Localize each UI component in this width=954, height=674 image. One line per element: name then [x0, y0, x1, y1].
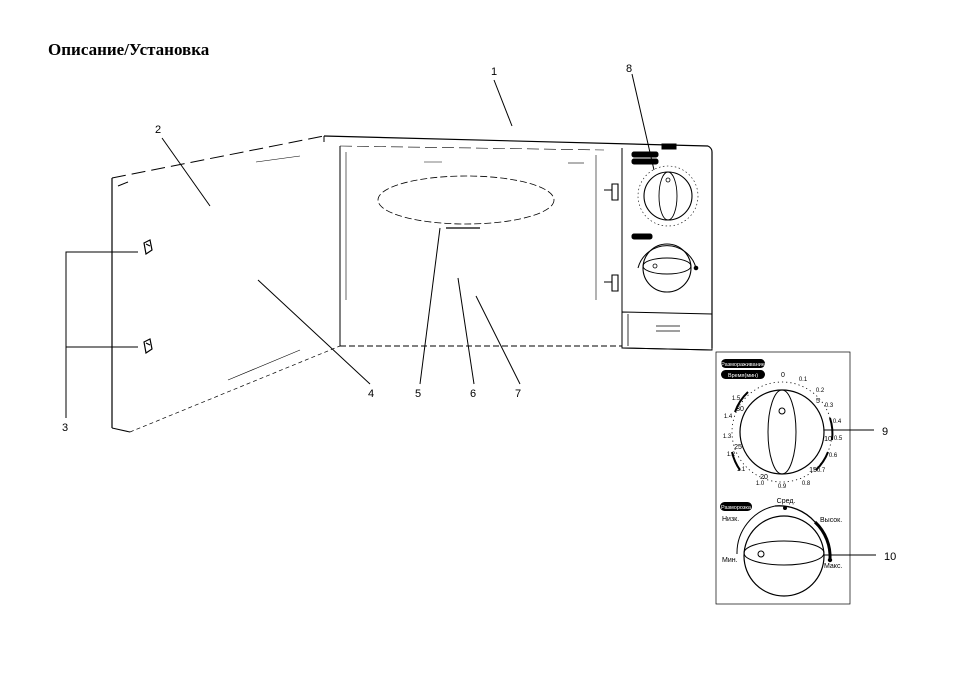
timer-inner-tick-15: 15: [809, 467, 817, 474]
callout-6: 6: [470, 388, 476, 400]
leader-bracket-3: [66, 252, 138, 418]
callout-1: 1: [491, 66, 497, 78]
power-defrost-badge-label: Разморозка: [721, 505, 752, 511]
leader-line-6: [458, 278, 474, 384]
timer-inner-tick-5: 5: [816, 398, 820, 405]
power-label-min: Мин.: [722, 557, 738, 564]
timer-outer-tick-2: 0.2: [816, 388, 825, 394]
control-panel-detail: Размораживание Время(мин) 0 0.1 0.2 0.3 …: [716, 352, 850, 604]
timer-outer-tick-14: 1.4: [724, 414, 733, 420]
leader-line-1: [494, 80, 512, 126]
callout-10: 10: [884, 551, 896, 563]
door-latch-lower: [144, 339, 152, 353]
power-dial: Разморозка Низк. Сред. Высок. Мин. Макс.: [720, 498, 842, 596]
leader-line-5: [420, 228, 440, 384]
timer-outer-tick-3: 0.3: [825, 403, 834, 409]
timer-inner-tick-10: 10: [824, 436, 832, 443]
timer-outer-tick-6: 0.6: [829, 453, 838, 459]
timer-outer-tick-10: 1.0: [756, 481, 765, 487]
timer-dial: Размораживание Время(мин) 0 0.1 0.2 0.3 …: [721, 359, 843, 490]
power-label-max: Макс.: [824, 563, 842, 570]
timer-knob: [740, 390, 824, 474]
power-label-medium: Сред.: [777, 498, 796, 505]
leader-line-4: [258, 280, 370, 384]
timer-outer-tick-12: 1.2: [727, 452, 736, 458]
callout-3: 3: [62, 422, 68, 434]
callout-2: 2: [155, 124, 161, 136]
timer-outer-tick-0: 0: [781, 372, 785, 379]
timer-outer-tick-8: 0.8: [802, 481, 811, 487]
timer-outer-tick-9: 0.9: [778, 484, 787, 490]
control-panel-timer-knob: [632, 152, 698, 226]
callout-9: 9: [882, 426, 888, 438]
door-latch-upper: [144, 240, 152, 254]
power-knob: [744, 516, 824, 596]
leader-lines: [66, 74, 876, 555]
callout-8: 8: [626, 63, 632, 75]
power-label-low: Низк.: [722, 516, 739, 523]
timer-outer-tick-11: 1.1: [737, 467, 746, 473]
callout-5: 5: [415, 388, 421, 400]
leader-line-7: [476, 296, 520, 384]
leader-line-2: [162, 138, 210, 206]
timer-outer-tick-15: 1.5: [732, 396, 741, 402]
timer-outer-tick-4: 0.4: [833, 419, 842, 425]
defrost-badge-label: Размораживание: [721, 362, 765, 368]
power-label-high: Высок.: [820, 517, 842, 524]
control-panel-power-knob: [632, 234, 698, 292]
timer-outer-tick-7: 0.7: [817, 468, 826, 474]
timer-outer-tick-1: 0.1: [799, 377, 808, 383]
timer-inner-tick-30: 30: [736, 406, 744, 413]
timer-inner-tick-20: 20: [760, 474, 768, 481]
safety-interlock-upper: [604, 184, 618, 200]
door: [112, 136, 340, 432]
waveguide-cover: [378, 176, 554, 228]
timer-outer-tick-13: 1.3: [723, 434, 732, 440]
callout-7: 7: [515, 388, 521, 400]
time-badge-label: Время(мин): [728, 373, 758, 379]
callout-4: 4: [368, 388, 374, 400]
safety-interlock-lower: [604, 275, 618, 291]
timer-inner-tick-25: 25: [734, 444, 742, 451]
timer-outer-tick-5: 0.5: [834, 436, 843, 442]
